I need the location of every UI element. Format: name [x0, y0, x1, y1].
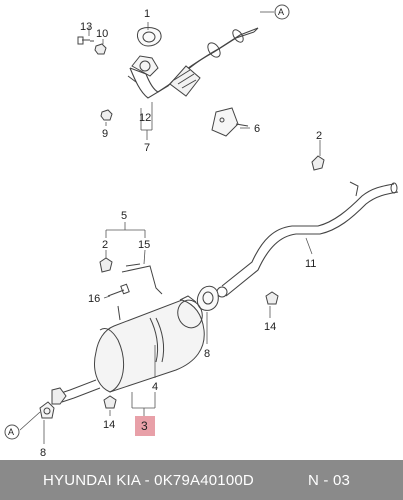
- gasket-8-mid-drawing: [196, 285, 219, 311]
- main-muffler-3-drawing: [51, 295, 205, 405]
- callout-4: 4: [152, 381, 158, 393]
- tail-pipe-11-drawing: [216, 181, 399, 298]
- callout-9: 9: [102, 128, 108, 140]
- callout-labels: 1 13 10 9 12 7 6 2 11 5 2 15 16 8 14 4 1…: [40, 8, 322, 459]
- svg-text:A: A: [278, 7, 284, 17]
- callout-6: 6: [254, 123, 260, 135]
- reference-marker-a-bottom: A: [4, 424, 20, 440]
- footer-part-number: HYUNDAI KIA - 0K79A40100D: [43, 471, 254, 489]
- callout-15: 15: [138, 239, 150, 251]
- gasket-8-bottom-drawing: [39, 401, 55, 419]
- bolt-16-drawing: [107, 283, 130, 297]
- footer-bar: HYUNDAI KIA - 0K79A40100D N - 03: [0, 460, 403, 500]
- hanger-15-drawing: [99, 257, 163, 295]
- callout-14-right: 14: [264, 321, 276, 333]
- callout-14-bottom: 14: [103, 419, 115, 431]
- callout-5: 5: [121, 210, 127, 222]
- callout-11: 11: [305, 258, 316, 270]
- mount-14-bottom-drawing: [103, 395, 117, 409]
- leader-lines: [19, 11, 321, 444]
- front-pipe-drawing: [127, 27, 259, 99]
- callout-2-mid: 2: [102, 239, 108, 251]
- callout-8-mid: 8: [204, 348, 210, 360]
- gasket-1-drawing: [137, 27, 162, 47]
- callout-1: 1: [144, 8, 150, 20]
- mount-14-right-drawing: [265, 291, 279, 305]
- callout-2-top: 2: [316, 130, 322, 142]
- footer-page-number: N - 03: [308, 471, 351, 489]
- callout-3-highlighted: 3: [141, 419, 148, 433]
- callout-10: 10: [96, 28, 108, 40]
- nut-9-drawing: [100, 109, 113, 121]
- callout-16: 16: [88, 293, 100, 305]
- callout-7: 7: [144, 142, 150, 154]
- bolt-13-drawing: [77, 36, 94, 45]
- callout-12: 12: [139, 112, 151, 124]
- hanger-2-top-drawing: [311, 155, 325, 171]
- callout-13: 13: [80, 21, 92, 33]
- svg-text:A: A: [8, 427, 14, 437]
- exhaust-system-diagram: 1 13 10 9 12 7 6 2 11 5 2 15 16 8 14 4 1…: [4, 4, 399, 459]
- highlight-box: [135, 416, 155, 436]
- bracket-6-drawing: [211, 107, 249, 137]
- nut-10-drawing: [94, 43, 107, 55]
- reference-marker-a-top: A: [274, 4, 290, 20]
- callout-8-bottom: 8: [40, 447, 46, 459]
